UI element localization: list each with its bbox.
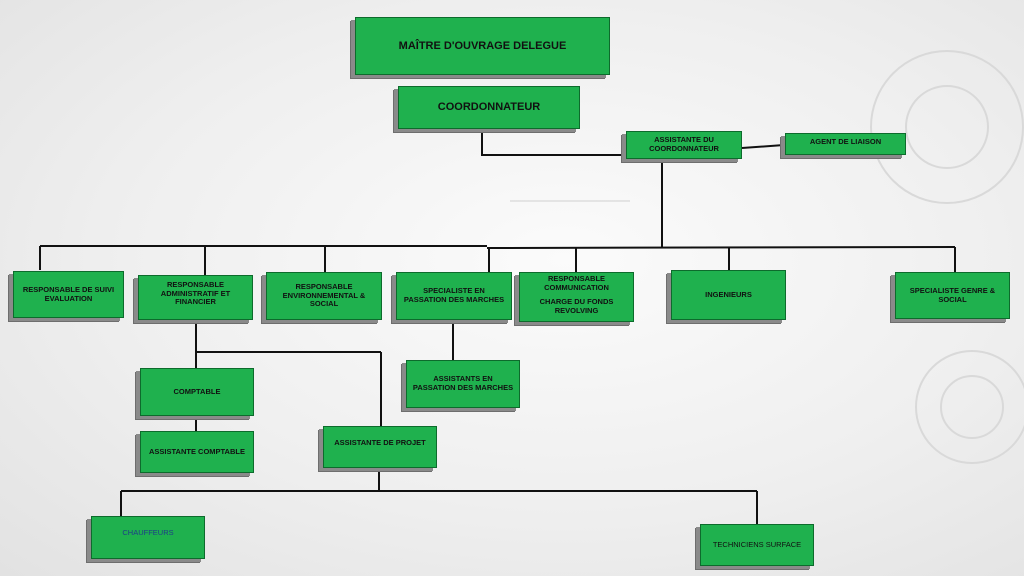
- org-box-suivi-evaluation: RESPONSABLE DE SUIVI EVALUATION: [13, 271, 124, 318]
- org-box-label: TECHNICIENS SURFACE: [712, 539, 802, 549]
- org-box-label: SPECIALISTE GENRE & SOCIAL: [909, 285, 996, 304]
- org-box-chauffeurs: CHAUFFEURS: [91, 516, 205, 559]
- org-box-assistante-comptable: ASSISTANTE COMPTABLE: [140, 431, 254, 473]
- org-box-raf: RESPONSABLE ADMINISTRATIF ET FINANCIER: [138, 275, 253, 320]
- org-box-communication: RESPONSABLE COMMUNICATION CHARGE DU FOND…: [519, 272, 634, 322]
- org-box-agent-liaison: AGENT DE LIAISON: [785, 133, 906, 155]
- org-box-ingenieurs: INGENIEURS: [671, 270, 786, 320]
- org-box-label: RESPONSABLE ENVIRONNEMENTAL & SOCIAL: [282, 282, 366, 309]
- org-box-label: COMPTABLE: [173, 386, 221, 396]
- org-box-label: RESPONSABLE ADMINISTRATIF ET FINANCIER: [160, 280, 231, 307]
- org-box-label: AGENT DE LIAISON: [809, 137, 882, 146]
- org-box-assistante-coordonnateur: ASSISTANTE DU COORDONNATEUR: [626, 131, 742, 159]
- org-box-techniciens-surface: TECHNICIENS SURFACE: [700, 524, 814, 566]
- background-ring-decoration: [870, 50, 1024, 204]
- org-box-label: MAÎTRE D'OUVRAGE DELEGUE: [398, 39, 567, 52]
- org-box-passation-marches: SPECIALISTE EN PASSATION DES MARCHES: [396, 272, 512, 320]
- org-box-environnemental-social: RESPONSABLE ENVIRONNEMENTAL & SOCIAL: [266, 272, 382, 320]
- org-box-label: RESPONSABLE DE SUIVI EVALUATION: [22, 284, 115, 303]
- org-box-maitre-ouvrage: MAÎTRE D'OUVRAGE DELEGUE: [355, 17, 610, 75]
- background-ring-decoration: [940, 375, 1004, 439]
- org-box-genre-social: SPECIALISTE GENRE & SOCIAL: [895, 272, 1010, 319]
- org-box-label: ASSISTANTS EN PASSATION DES MARCHES: [412, 374, 514, 392]
- background-ring-decoration: [915, 350, 1024, 464]
- org-box-label: ASSISTANTE DU COORDONNATEUR: [649, 135, 719, 153]
- org-box-label: INGENIEURS: [705, 289, 752, 299]
- org-box-label: CHAUFFEURS: [122, 528, 174, 537]
- org-box-label-secondary: CHARGE DU FONDS REVOLVING: [539, 297, 614, 315]
- org-box-label: ASSISTANTE DE PROJET: [334, 438, 426, 447]
- org-box-coordonnateur: COORDONNATEUR: [398, 86, 580, 129]
- org-box-label: ASSISTANTE COMPTABLE: [149, 446, 245, 456]
- org-box-assistants-passation: ASSISTANTS EN PASSATION DES MARCHES: [406, 360, 520, 408]
- org-box-label: SPECIALISTE EN PASSATION DES MARCHES: [403, 286, 505, 304]
- org-box-label: RESPONSABLE COMMUNICATION: [544, 274, 609, 292]
- org-box-comptable: COMPTABLE: [140, 368, 254, 416]
- background-ring-decoration: [905, 85, 989, 169]
- org-box-assistante-projet: ASSISTANTE DE PROJET: [323, 426, 437, 468]
- org-box-label: COORDONNATEUR: [437, 101, 541, 114]
